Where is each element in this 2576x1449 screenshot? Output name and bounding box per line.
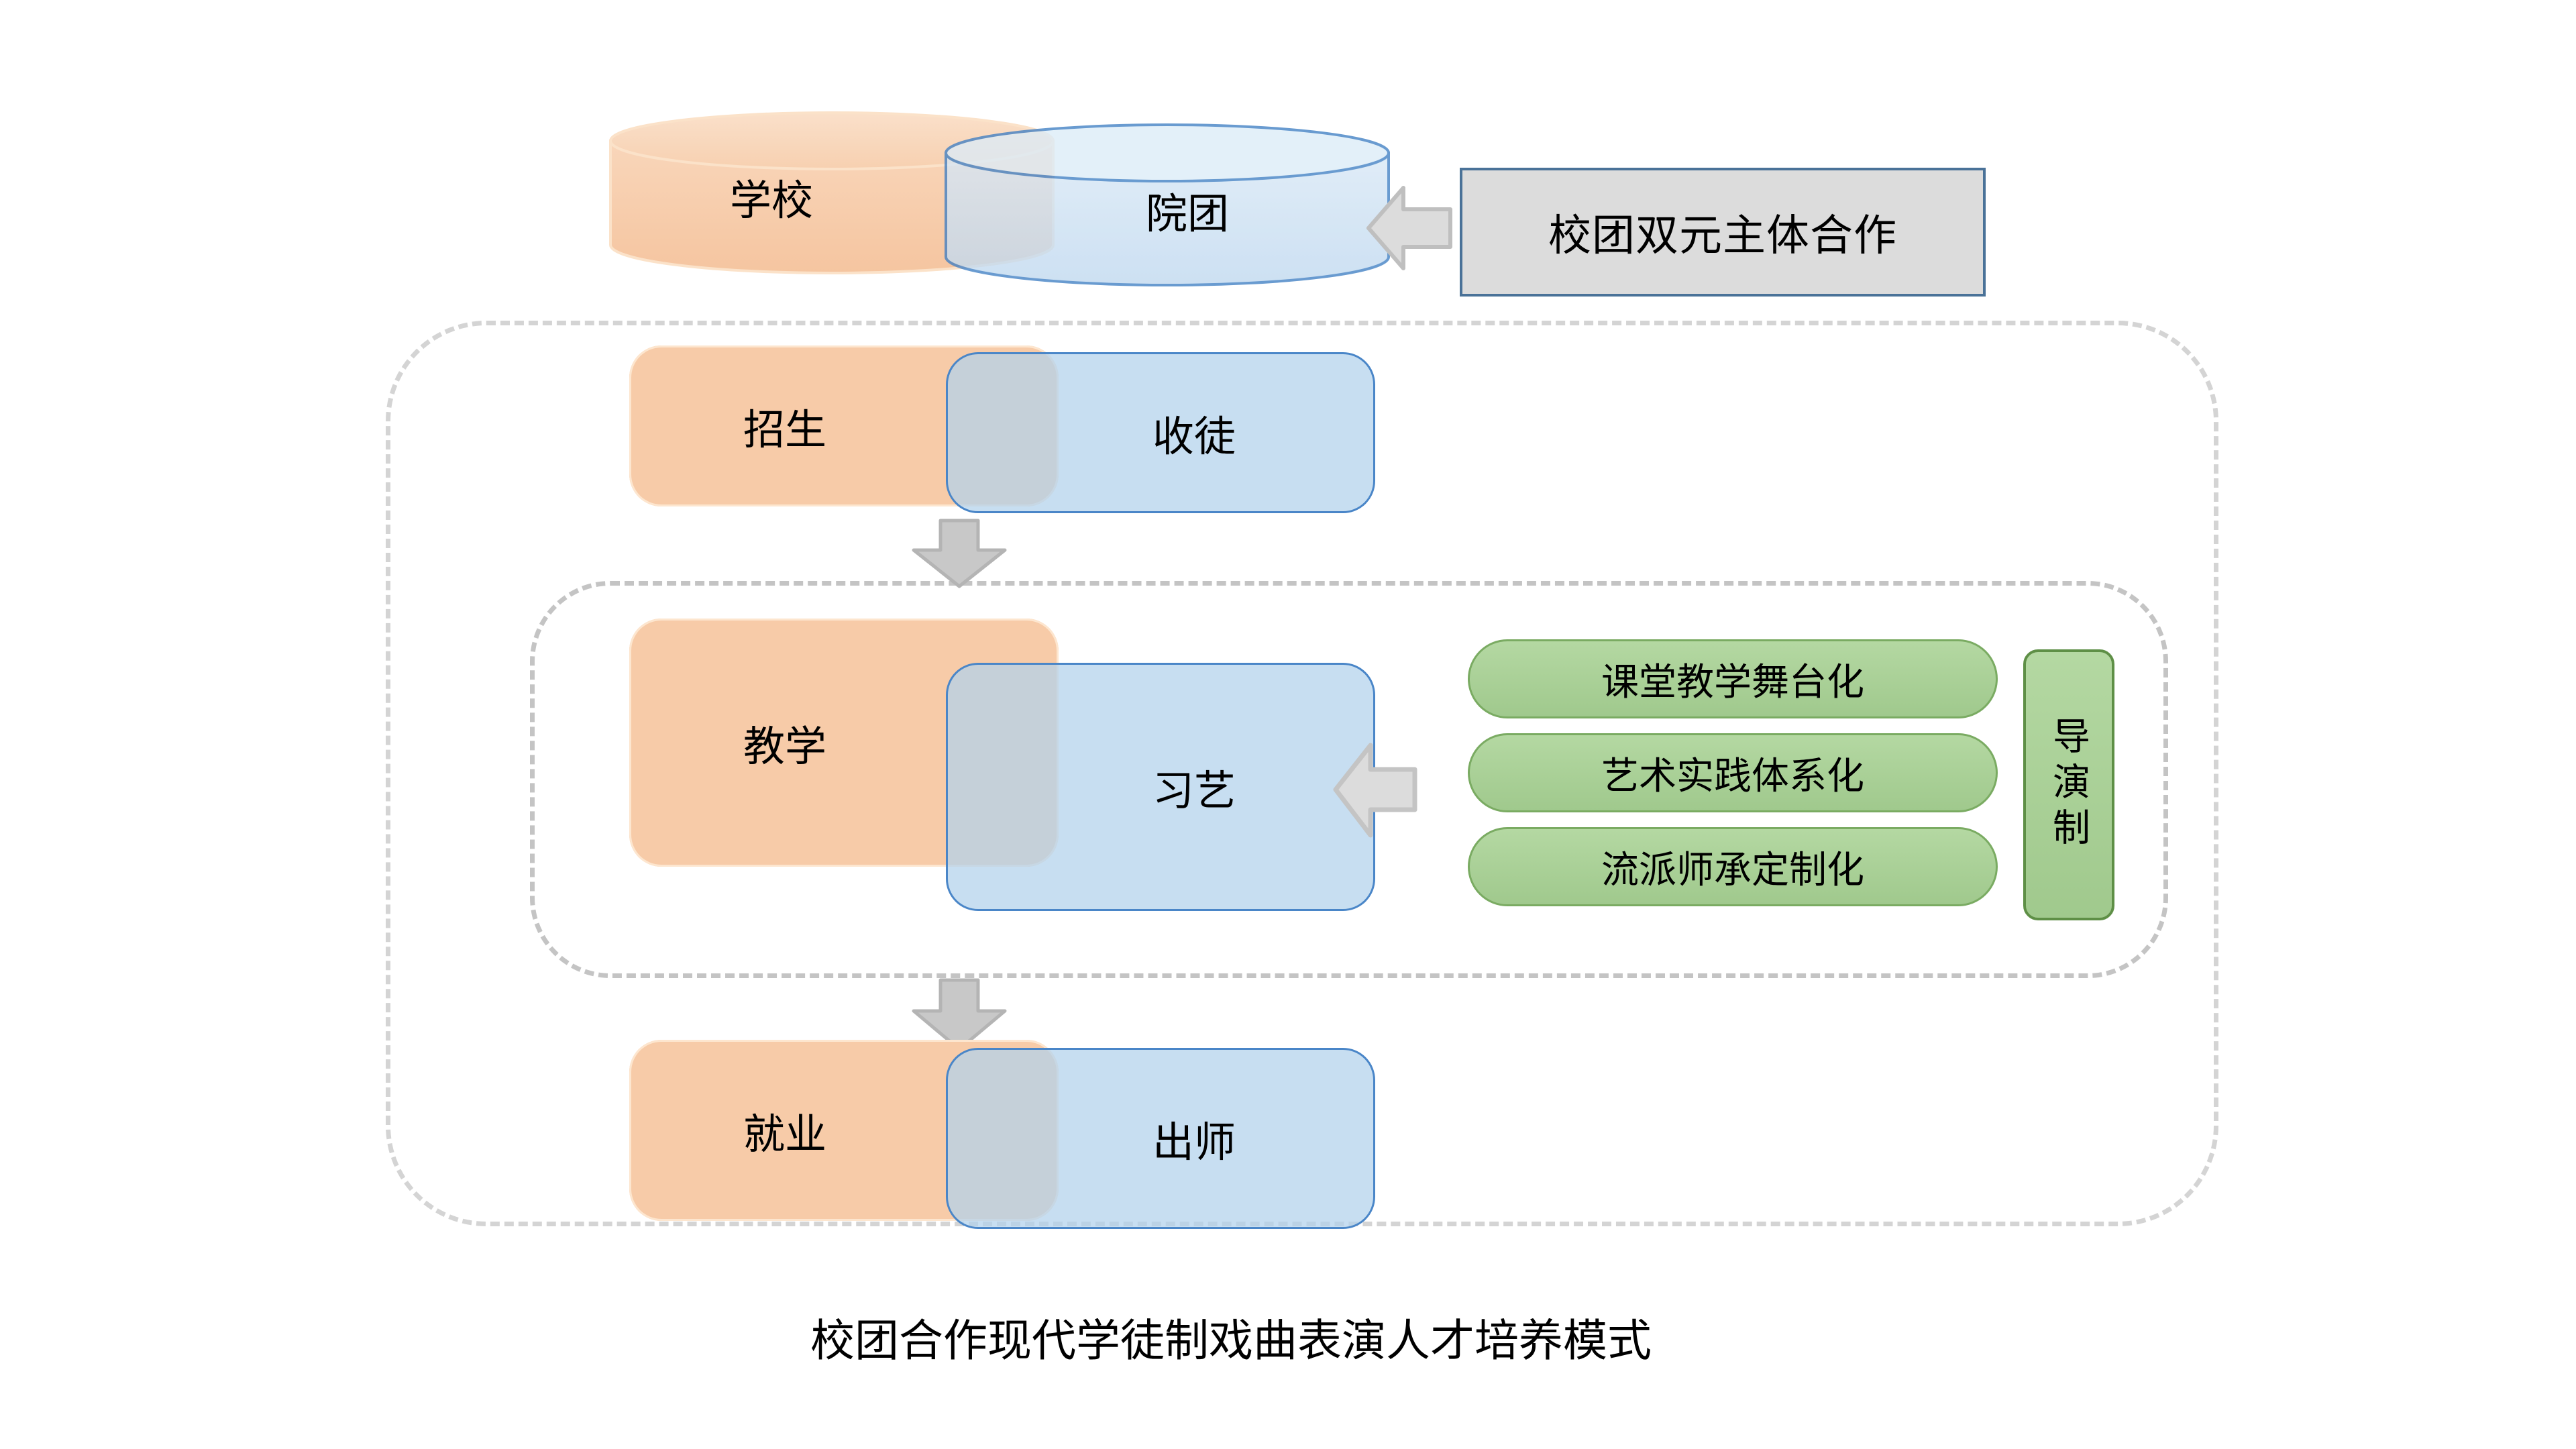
green-pill-2-label: 艺术实践体系化 — [1601, 754, 1864, 797]
row-3-orange-label: 就业 — [743, 1112, 826, 1158]
row-2-blue-block[interactable] — [946, 663, 1375, 911]
green-pill-3-label: 流派师承定制化 — [1601, 848, 1864, 891]
side-pill-director-system[interactable]: 导演制 — [2023, 649, 2114, 920]
row-3-blue-block[interactable] — [946, 1048, 1375, 1229]
green-pill-1-label: 课堂教学舞台化 — [1601, 660, 1864, 703]
cylinder-school-label: 学校 — [729, 177, 813, 224]
green-pill-2[interactable]: 艺术实践体系化 — [1468, 733, 1998, 812]
row-2-blue-label: 习艺 — [1152, 768, 1236, 814]
cylinder-troupe — [945, 123, 1390, 286]
green-pill-1[interactable]: 课堂教学舞台化 — [1468, 639, 1998, 718]
green-pill-3[interactable]: 流派师承定制化 — [1468, 827, 1998, 906]
arrow-left-icon — [1333, 743, 1417, 838]
inner-dashed-container — [530, 581, 2168, 978]
arrow-down-icon — [912, 978, 1007, 1051]
callout-box[interactable]: 校团双元主体合作 — [1460, 168, 1986, 297]
cylinder-svg — [609, 111, 1390, 286]
flow-arrow-2 — [899, 976, 1020, 1053]
row-3-blue-label: 出师 — [1152, 1120, 1236, 1166]
pills-arrow — [1332, 728, 1419, 852]
cylinder-troupe-label: 院团 — [1145, 191, 1229, 237]
diagram-caption: 校团合作现代学徒制戏曲表演人才培养模式 — [810, 1316, 1652, 1365]
callout-arrow — [1362, 174, 1456, 282]
side-pill-label: 导演制 — [2047, 716, 2090, 853]
row-1-blue-label: 收徒 — [1152, 414, 1236, 460]
arrow-down-icon — [912, 519, 1007, 588]
row-2-orange-label: 教学 — [743, 724, 826, 770]
row-1-blue-block[interactable] — [946, 352, 1375, 513]
row-1-orange-label: 招生 — [743, 407, 826, 453]
arrow-left-icon — [1366, 186, 1452, 270]
callout-label: 校团双元主体合作 — [1548, 211, 1897, 260]
cylinder-pair — [604, 101, 1395, 302]
flow-arrow-1 — [899, 517, 1020, 590]
